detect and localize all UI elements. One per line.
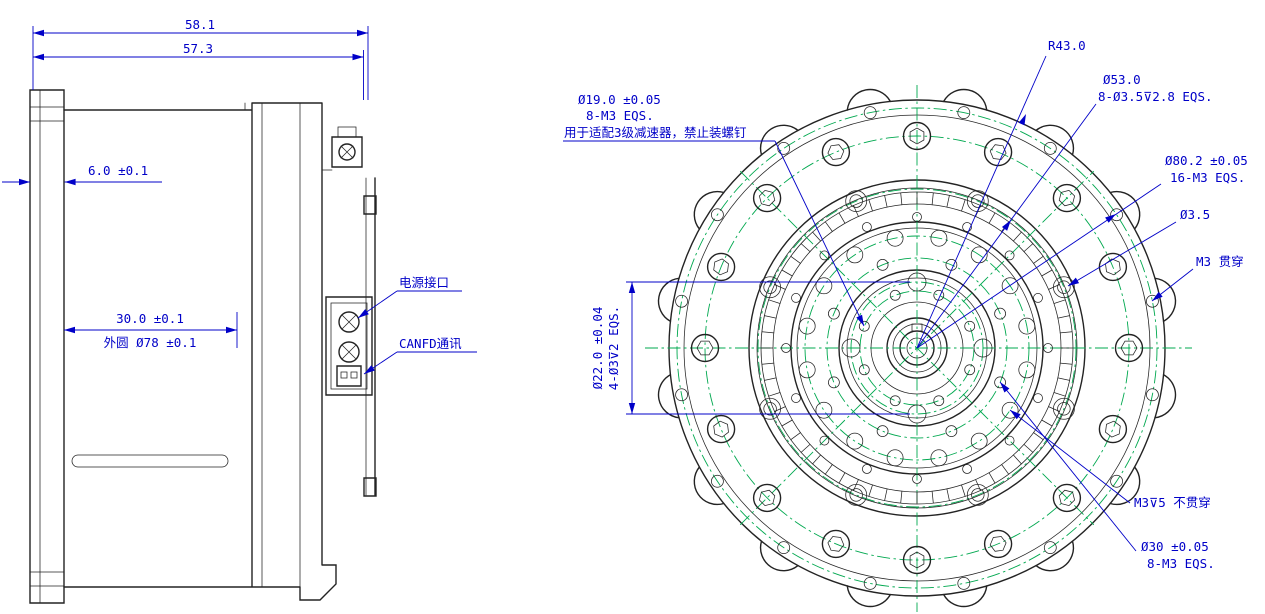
dim-d19-holes: 8-M3 EQS. (586, 108, 654, 123)
annotations: 58.1 57.3 6.0 ±0.1 30.0 ±0.1 外圆 Ø78 ±0.1… (88, 17, 1248, 571)
connector-block-inner (330, 177, 368, 496)
dim-d22: Ø22.0 ±0.04 (590, 307, 605, 390)
dim-d30-holes: 8-M3 EQS. (1147, 556, 1215, 571)
dim-d30: Ø30 ±0.05 (1141, 539, 1209, 554)
dim-flange-thickness: 6.0 ±0.1 (88, 163, 148, 178)
inner-hole-rings (781, 212, 1053, 484)
dim-overall-width: 58.1 (185, 17, 215, 32)
dim-d3-5: Ø3.5 (1180, 207, 1210, 222)
dim-d19: Ø19.0 ±0.05 (578, 92, 661, 107)
dim-d53-holes: 8-Ø3.5⊽2.8 EQS. (1098, 89, 1213, 104)
top-connector-detail (337, 126, 357, 159)
top-connector-screw (338, 143, 356, 161)
dim-d53: Ø53.0 (1103, 72, 1141, 87)
flange-step-lines (29, 89, 65, 604)
dim-body-depth: 30.0 ±0.1 (116, 311, 184, 326)
power-connector-circle-2 (338, 341, 360, 363)
body-slot (71, 454, 229, 468)
dim-d80: Ø80.2 ±0.05 (1165, 153, 1248, 168)
dimension-graphics (2, 26, 1194, 552)
body-panel-lines (244, 102, 333, 588)
label-canfd-port: CANFD通讯 (399, 336, 462, 351)
dim-outer-circle: 外圆 Ø78 ±0.1 (104, 335, 197, 350)
output-flange-outline (29, 89, 65, 604)
hex-socket-screws (690, 121, 1144, 575)
dim-d80-holes: 16-M3 EQS. (1170, 170, 1245, 185)
dim-r43: R43.0 (1048, 38, 1086, 53)
label-power-port: 电源接口 (399, 275, 449, 290)
canfd-pin-2 (350, 371, 358, 379)
dim-body-width: 57.3 (183, 41, 213, 56)
mounting-ear-lobes (657, 88, 1177, 608)
motor-body-outline (63, 102, 337, 601)
note-m3-blind: M3⊽5 不贯穿 (1134, 495, 1211, 510)
side-view (29, 89, 377, 604)
serration-band (760, 191, 1074, 505)
dimension-lines (2, 26, 1194, 552)
note-reducer: 用于适配3级减速器，禁止装螺钉 (564, 125, 747, 140)
front-view (645, 85, 1192, 612)
note-m3-through: M3 贯穿 (1196, 254, 1244, 269)
power-connector-circle (338, 311, 360, 333)
dimension-arrows (19, 29, 1163, 420)
dim-d22-holes: 4-Ø3⊽2 EQS. (606, 306, 621, 390)
keyway-notch (911, 323, 923, 332)
connector-block-outline (325, 177, 377, 497)
counterbore-holes (759, 190, 1075, 506)
connector-cross-marks (341, 314, 357, 360)
canfd-pin-1 (340, 371, 348, 379)
